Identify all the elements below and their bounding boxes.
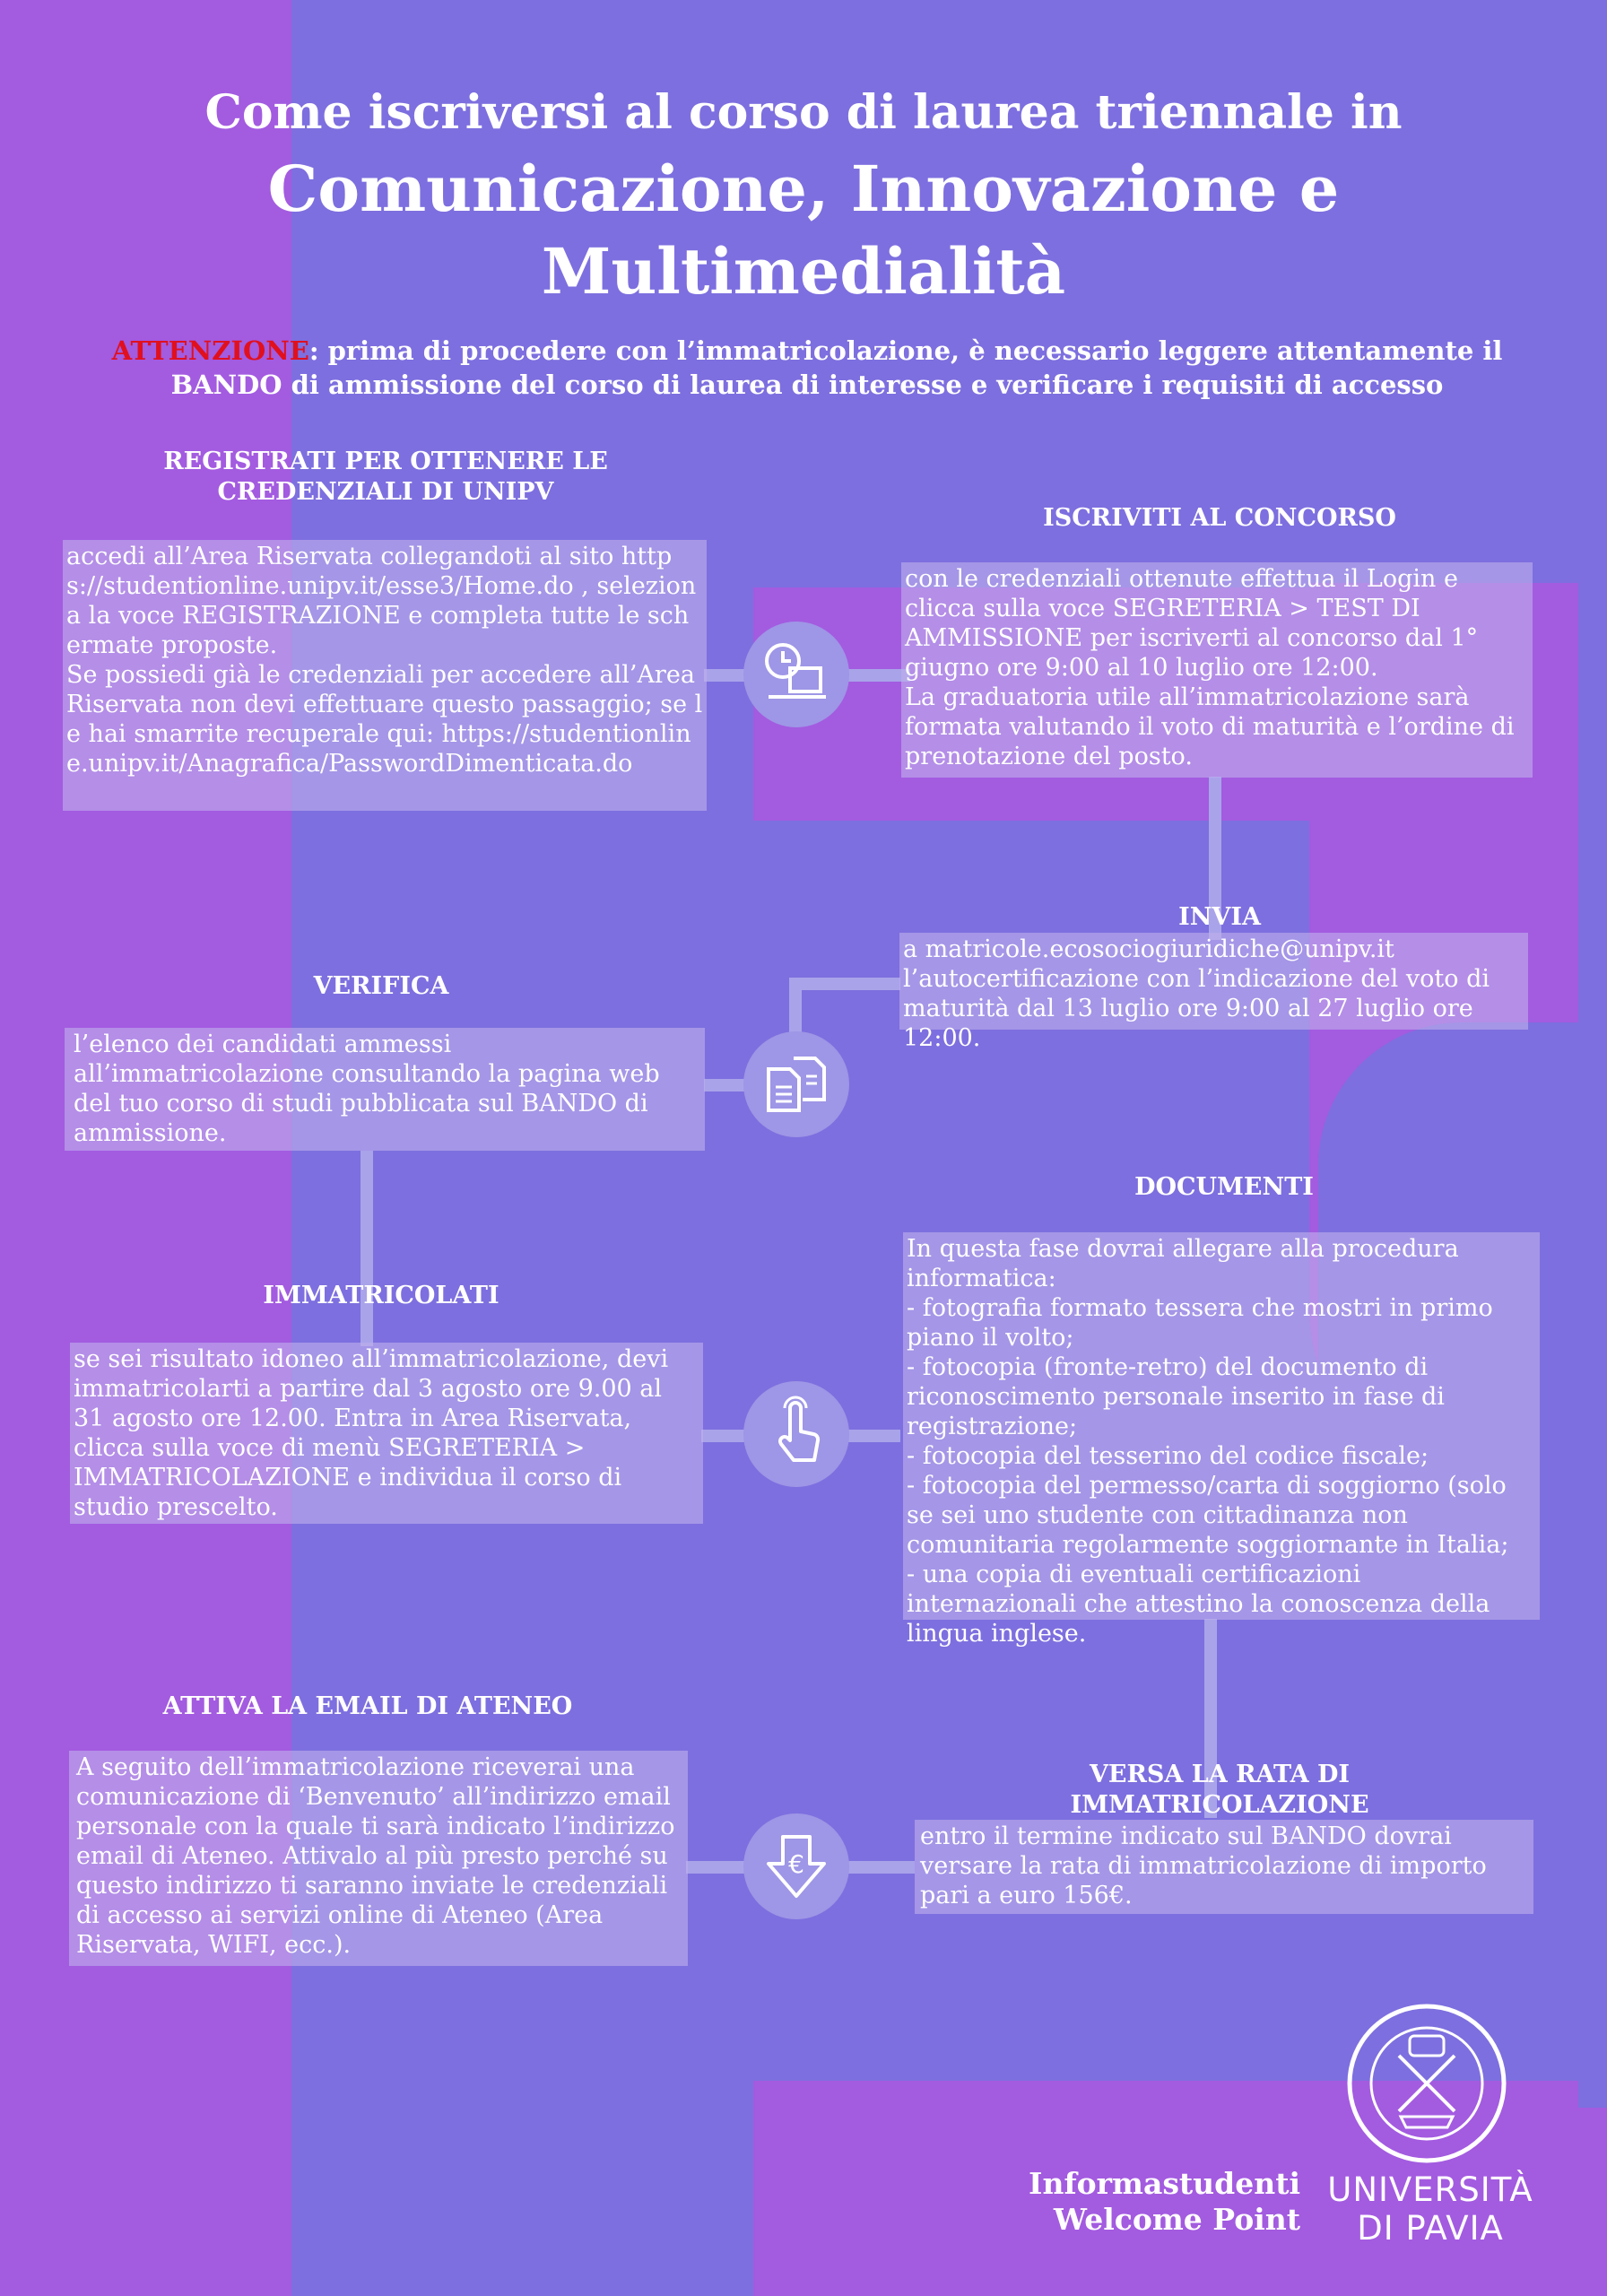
attention-notice: ATTENZIONE: prima di procedere con l’imm… (72, 334, 1542, 402)
page-title-line2: Comunicazione, Innovazione e (267, 152, 1340, 226)
step-documenti-box: In questa fase dovrai allegare alla proc… (903, 1232, 1540, 1648)
connector-line (1204, 1619, 1217, 1818)
background-bottom-band (753, 2081, 1607, 2296)
step-versa-box: entro il termine indicato sul BANDO dovr… (915, 1820, 1533, 1914)
connector-line (1209, 777, 1221, 940)
euro-download-icon: € (767, 1835, 826, 1898)
step-registrati-box: accedi all’Area Riservata collegandoti a… (63, 540, 707, 811)
documents-icon (767, 1057, 826, 1112)
page-title-line3: Multimedialità (541, 234, 1066, 309)
connector-line (360, 1151, 373, 1346)
documents-icon-circle (743, 1031, 849, 1137)
page-title-main: Comunicazione, Innovazione e Multimedial… (0, 148, 1607, 313)
hand-pointer-icon (778, 1396, 821, 1462)
step-invia-title: INVIA (1178, 903, 1261, 931)
footer-line2: Welcome Point (1053, 2202, 1300, 2237)
university-line2: DI PAVIA (1357, 2209, 1504, 2248)
step-iscriviti-box: con le credenziali ottenute effettua il … (901, 562, 1533, 778)
step-versa-title: VERSA LA RATA DI IMMATRICOLAZIONE (1070, 1761, 1369, 1819)
step-verifica-title: VERIFICA (313, 972, 449, 1000)
step-invia-box: a matricole.ecosociogiuridiche@unipv.it … (899, 933, 1528, 1052)
hand-pointer-icon-circle (743, 1381, 849, 1487)
step-verifica-box: l’elenco dei candidati ammessi all’immat… (65, 1028, 705, 1151)
attention-text: : prima di procedere con l’immatricolazi… (170, 335, 1503, 400)
university-seal-icon (1345, 2002, 1508, 2165)
svg-text:€: € (788, 1849, 804, 1879)
footer-informastudenti: Informastudenti Welcome Point (1013, 2166, 1300, 2238)
university-name: UNIVERSITÀ DI PAVIA (1323, 2170, 1538, 2248)
connector-line (789, 978, 900, 990)
clock-laptop-icon-circle (743, 622, 849, 727)
page-title-line1: Come iscriversi al corso di laurea trien… (204, 85, 1403, 140)
euro-download-icon-circle: € (743, 1813, 849, 1919)
background-right-edge (1578, 0, 1607, 2296)
step-immatricolati-title: IMMATRICOLATI (263, 1282, 499, 1309)
background-right-edge (1578, 2108, 1607, 2296)
footer-line1: Informastudenti (1029, 2166, 1300, 2201)
clock-laptop-icon (765, 643, 826, 699)
step-attiva-box: A seguito dell’immatricolazione ricevera… (69, 1751, 688, 1966)
step-iscriviti-title: ISCRIVITI AL CONCORSO (1043, 504, 1396, 532)
step-attiva-title: ATTIVA LA EMAIL DI ATENEO (162, 1692, 573, 1720)
step-immatricolati-box: se sei risultato idoneo all’immatricolaz… (70, 1343, 703, 1524)
step-documenti-title: DOCUMENTI (1134, 1173, 1314, 1201)
university-line1: UNIVERSITÀ (1327, 2170, 1533, 2209)
attention-label: ATTENZIONE (111, 335, 309, 366)
step-registrati-title: REGISTRATI PER OTTENERE LE CREDENZIALI D… (163, 448, 608, 506)
